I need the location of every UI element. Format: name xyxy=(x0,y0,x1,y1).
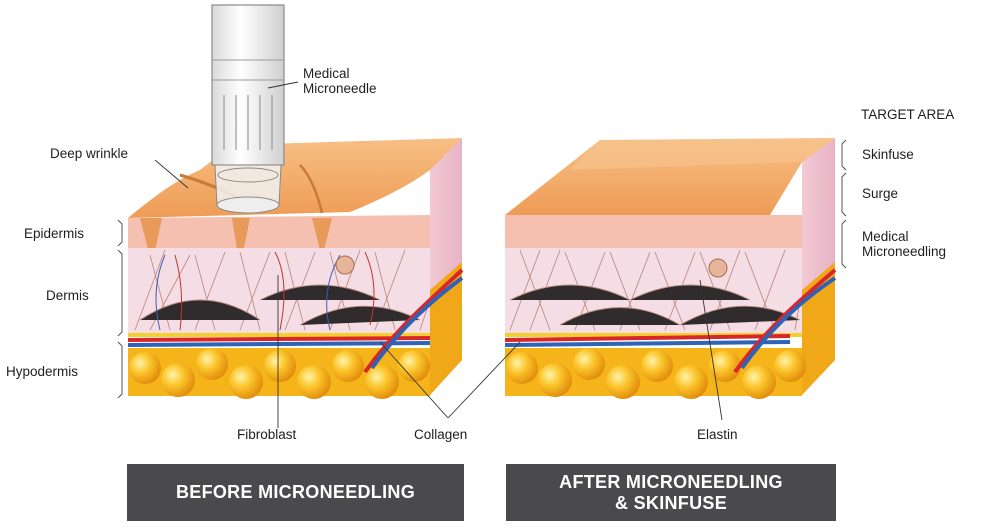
medical-microneedle-label: Medical Microneedle xyxy=(303,66,377,96)
right-layer-brackets xyxy=(841,139,847,269)
skinfuse-label: Skinfuse xyxy=(862,147,914,162)
deep-wrinkle-label: Deep wrinkle xyxy=(50,146,129,161)
after-caption-line2: & SKINFUSE xyxy=(614,492,727,513)
medical-microneedling-label-line2: Microneedling xyxy=(862,244,947,259)
microneedle-pen xyxy=(211,4,285,214)
dermis-label: Dermis xyxy=(46,288,89,303)
collagen-label: Collagen xyxy=(414,427,468,442)
after-caption-line1: AFTER MICRONEEDLING xyxy=(559,471,783,492)
after-epidermis xyxy=(505,215,802,248)
elastin-label: Elastin xyxy=(697,427,738,442)
leader-lines xyxy=(154,81,723,428)
hypodermis-label: Hypodermis xyxy=(6,364,79,379)
before-caption-text: BEFORE MICRONEEDLING xyxy=(175,482,415,502)
left-layer-brackets xyxy=(117,219,123,399)
after-caption: AFTER MICRONEEDLING & SKINFUSE xyxy=(506,464,836,521)
epidermis-label: Epidermis xyxy=(24,226,85,241)
surge-label: Surge xyxy=(862,186,899,201)
before-top-surface xyxy=(128,138,462,218)
before-caption: BEFORE MICRONEEDLING xyxy=(127,464,464,521)
medical-microneedle-label-line2: Microneedle xyxy=(303,81,377,96)
before-epidermis xyxy=(128,215,430,250)
medical-microneedle-label-line1: Medical xyxy=(303,66,350,81)
fibroblast-label: Fibroblast xyxy=(237,427,297,442)
medical-microneedling-label-line1: Medical xyxy=(862,229,909,244)
medical-microneedling-label: Medical Microneedling xyxy=(862,229,946,259)
after-skin-block xyxy=(504,138,837,399)
before-skin-block xyxy=(127,138,464,399)
target-area-heading: TARGET AREA xyxy=(861,107,955,122)
